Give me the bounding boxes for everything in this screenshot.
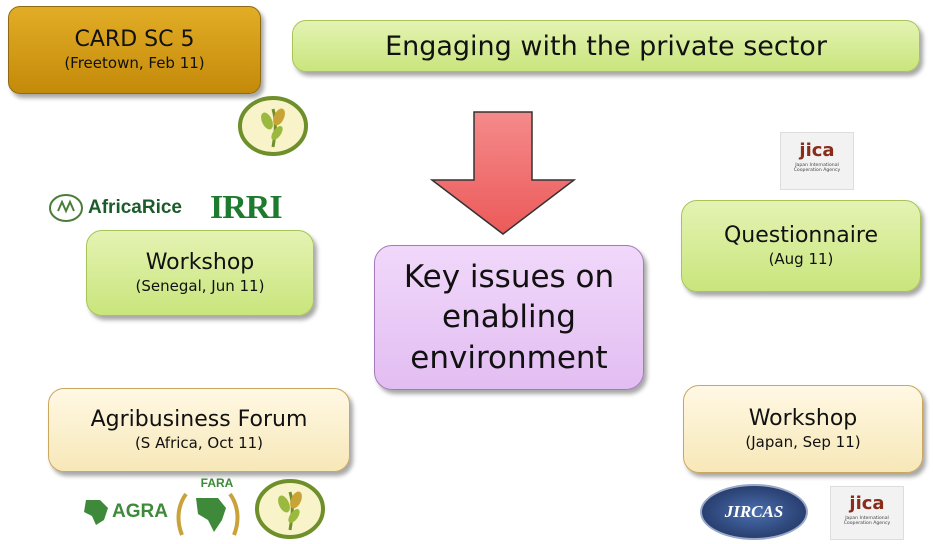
agra-logo-icon: AGRA [80,498,168,526]
key-issues-line-3: environment [410,339,608,376]
key-issues-line-1: Key issues on [403,259,615,296]
africarice-logo-icon: AfricaRice [48,193,182,223]
card-logo-icon [238,96,308,156]
card-subtitle: (Freetown, Feb 11) [64,54,205,73]
questionnaire-sub: (Aug 11) [768,250,834,269]
fara-logo-icon: FARA [172,476,244,540]
questionnaire-box: Questionnaire (Aug 11) [681,200,921,292]
jica-logo-bottom-icon: jica Japan International Cooperation Age… [830,486,904,540]
questionnaire-title: Questionnaire [723,222,879,248]
jica-logo-icon: jica Japan International Cooperation Age… [780,132,854,190]
workshop-senegal-box: Workshop (Senegal, Jun 11) [86,230,314,316]
title-banner: Engaging with the private sector [292,20,920,72]
card-logo-bottom-icon [255,479,325,539]
agribusiness-forum-box: Agribusiness Forum (S Africa, Oct 11) [48,388,350,472]
workshop-senegal-sub: (Senegal, Jun 11) [135,277,265,296]
key-issues-box: Key issues on enabling environment [374,245,644,390]
irri-logo-icon: IRRI [210,189,283,226]
agribusiness-title: Agribusiness Forum [90,406,308,432]
card-sc5-box: CARD SC 5 (Freetown, Feb 11) [8,6,261,94]
agribusiness-sub: (S Africa, Oct 11) [134,434,264,453]
key-issues-line-2: enabling [442,299,576,336]
jircas-logo-icon: JIRCAS [700,484,808,540]
workshop-japan-sub: (Japan, Sep 11) [745,433,861,452]
card-title: CARD SC 5 [74,26,195,52]
workshop-japan-title: Workshop [748,405,858,431]
workshop-senegal-title: Workshop [145,249,255,275]
down-arrow-icon [429,111,577,235]
banner-text: Engaging with the private sector [385,30,827,62]
workshop-japan-box: Workshop (Japan, Sep 11) [683,385,923,473]
